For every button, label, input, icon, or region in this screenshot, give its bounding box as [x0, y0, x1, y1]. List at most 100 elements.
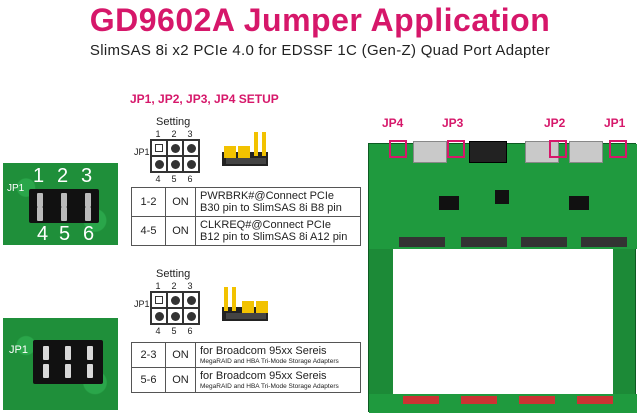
photo-pin-6: 6: [83, 223, 95, 245]
photo-pin-2: 2: [57, 165, 69, 187]
pin-number: 2: [171, 281, 177, 291]
table-cell-state: ON: [165, 216, 196, 246]
pin-cell: [167, 308, 183, 324]
photo-pin: [87, 346, 93, 360]
pin-number: 3: [187, 129, 193, 139]
table-cell-pins: 5-6: [131, 367, 166, 393]
slimsas-connector: [413, 141, 447, 163]
bottom-connector: [577, 396, 613, 404]
jumper-cap-illustration: [222, 132, 268, 166]
desc-line: for Broadcom 95xx Sereis: [200, 370, 327, 382]
pin-number: 3: [187, 281, 193, 291]
board-label-jp4: JP4: [382, 116, 404, 130]
pin-number: 2: [171, 129, 177, 139]
edsff-slot: [461, 237, 507, 247]
slimsas-connector: [469, 141, 507, 163]
photo-pin: [43, 346, 49, 360]
photo-pin: [65, 364, 71, 378]
jp2-highlight-box: [549, 140, 567, 158]
desc-line: PWRBRK#@Connect PCIe: [200, 190, 335, 202]
bottom-connector: [403, 396, 439, 404]
table-cell-state: ON: [165, 187, 196, 217]
photo-jp-label: JP1: [7, 183, 25, 194]
jumper-cap-illustration: [222, 287, 268, 321]
desc-line-small: MegaRAID and HBA Tri-Mode Storage Adapte…: [200, 358, 339, 365]
pin-number: 5: [171, 174, 177, 184]
desc-line: for Broadcom 95xx Sereis: [200, 345, 327, 357]
setting-caption: Setting: [156, 116, 191, 128]
photo-pin: [43, 364, 49, 378]
pin-cell: [151, 292, 167, 308]
bottom-connector: [519, 396, 555, 404]
photo-pin: [37, 193, 43, 207]
desc-line: B30 pin to SlimSAS 8i B8 pin: [200, 202, 342, 214]
photo-pin: [37, 207, 43, 221]
slimsas-connector: [569, 141, 603, 163]
setting-jp-label: JP1: [134, 147, 150, 157]
photo-pin-3: 3: [81, 165, 93, 187]
jumper-photo-top: JP1 1 2 3 4 5 6: [3, 163, 118, 245]
jp4-highlight-box: [389, 140, 407, 158]
board-chip: [569, 196, 589, 210]
pin-cell: [151, 140, 167, 156]
board-chip: [495, 190, 509, 204]
board-label-jp1: JP1: [604, 116, 626, 130]
setting-jp-label: JP1: [134, 299, 150, 309]
board-chip: [439, 196, 459, 210]
adapter-board-photo: [368, 140, 637, 413]
pin-number: 4: [155, 326, 161, 336]
pin-cell: [183, 140, 199, 156]
pin-cell: [151, 308, 167, 324]
pin-cell: [167, 140, 183, 156]
pin-number: 4: [155, 174, 161, 184]
pin-number: 6: [187, 326, 193, 336]
page-subtitle: SlimSAS 8i x2 PCIe 4.0 for EDSSF 1C (Gen…: [89, 42, 551, 59]
jp3-highlight-box: [447, 140, 465, 158]
board-cutout: [393, 249, 613, 394]
photo-pin: [61, 193, 67, 207]
pin-number: 1: [155, 129, 161, 139]
table-cell-pins: 1-2: [131, 187, 166, 217]
pin-cell: [167, 156, 183, 172]
edsff-slot: [521, 237, 567, 247]
photo-pin-5: 5: [59, 223, 71, 245]
pin-header-diagram: [150, 291, 200, 325]
jumper-photo-bottom: JP1: [3, 318, 118, 410]
edsff-slot: [581, 237, 627, 247]
table-cell-pins: 2-3: [131, 342, 166, 368]
desc-line: B12 pin to SlimSAS 8i A12 pin: [200, 231, 348, 243]
board-label-jp2: JP2: [544, 116, 566, 130]
photo-pin: [85, 193, 91, 207]
setting-caption: Setting: [156, 268, 191, 280]
pin-cell: [183, 308, 199, 324]
table-cell-state: ON: [165, 342, 196, 368]
pin-header-diagram: [150, 139, 200, 173]
pin-number: 6: [187, 174, 193, 184]
pin-cell: [167, 292, 183, 308]
page-title: GD9602A Jumper Application: [89, 2, 551, 38]
table-cell-pins: 4-5: [131, 216, 166, 246]
edsff-slot: [399, 237, 445, 247]
desc-line: CLKREQ#@Connect PCIe: [200, 219, 332, 231]
photo-jp-label: JP1: [9, 344, 28, 356]
pin-cell: [183, 156, 199, 172]
jp1-highlight-box: [609, 140, 627, 158]
photo-pin-4: 4: [37, 223, 49, 245]
pin-number: 5: [171, 326, 177, 336]
bottom-connector: [461, 396, 497, 404]
table-cell-state: ON: [165, 367, 196, 393]
photo-pin: [85, 207, 91, 221]
board-label-jp3: JP3: [442, 116, 464, 130]
setup-label: JP1, JP2, JP3, JP4 SETUP: [130, 92, 279, 106]
photo-pin: [61, 207, 67, 221]
